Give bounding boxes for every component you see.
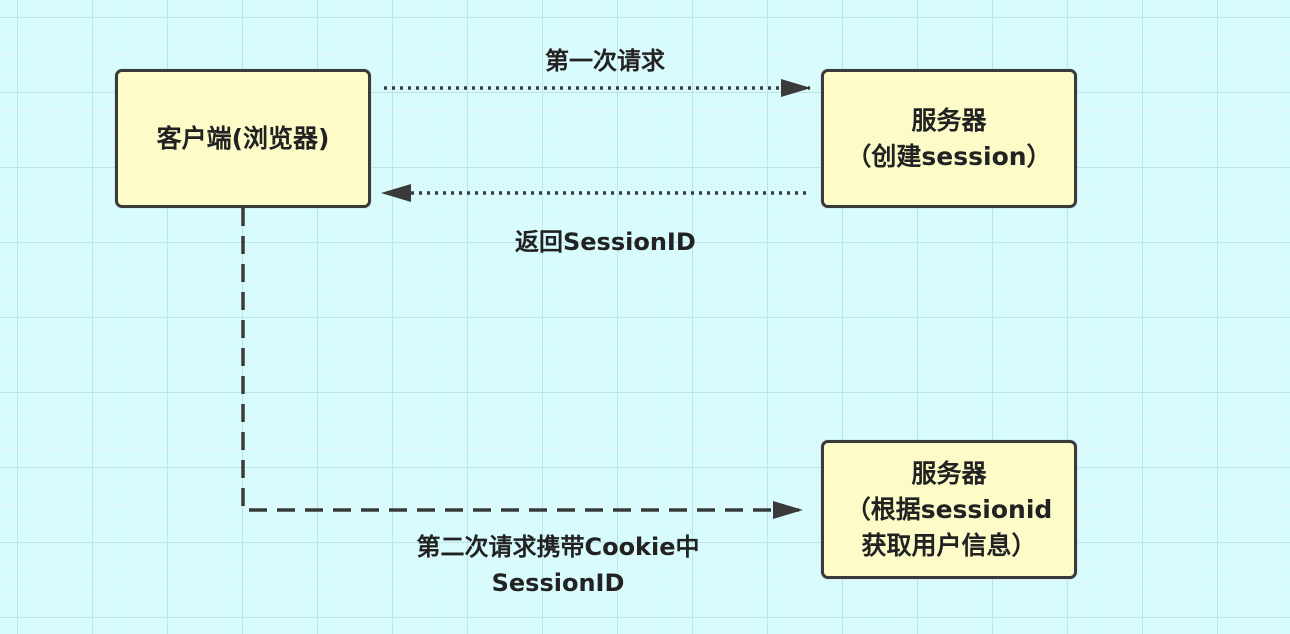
server-lookup-node: 服务器 （根据sessionid 获取用户信息） <box>821 440 1077 579</box>
client-browser-label: 客户端(浏览器) <box>156 123 330 153</box>
server-lookup-title: 服务器 <box>911 458 987 488</box>
server-create-subtitle: （创建session） <box>846 141 1052 171</box>
second-request-label-line1: 第二次请求携带Cookie中 <box>416 533 700 561</box>
second-request-arrow <box>241 208 803 519</box>
server-create-session-node: 服务器 （创建session） <box>821 69 1077 208</box>
second-request-label-line2: SessionID <box>491 569 625 597</box>
server-lookup-line3: 获取用户信息） <box>861 530 1037 560</box>
server-lookup-line2: （根据sessionid <box>845 494 1053 524</box>
client-browser-node: 客户端(浏览器) <box>115 69 371 208</box>
return-session-label: 返回SessionID <box>515 228 696 256</box>
first-request-label: 第一次请求 <box>545 47 665 75</box>
server-create-title: 服务器 <box>911 105 987 135</box>
second-request-label: 第二次请求携带Cookie中 SessionID <box>398 529 718 601</box>
